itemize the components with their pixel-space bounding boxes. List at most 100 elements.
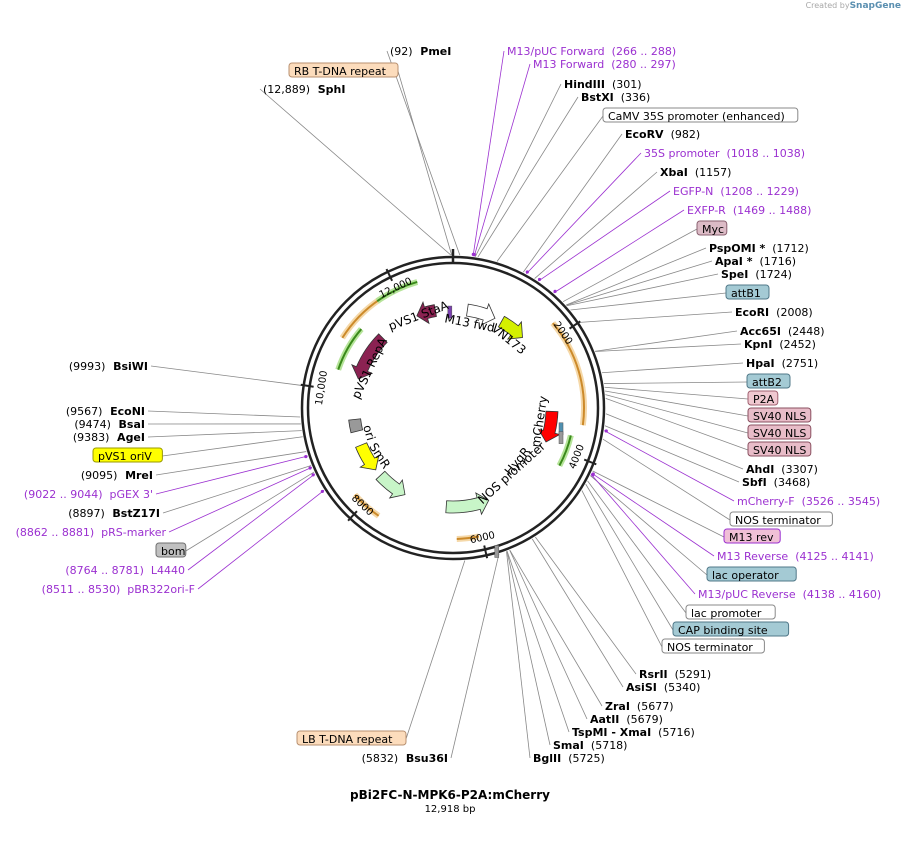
mcherry-f-site — [604, 429, 608, 433]
label-tspmi-xmai: TspMI - XmaI (5716) — [572, 726, 695, 739]
lac-promoter-leader — [587, 480, 687, 614]
bglii-leader — [506, 551, 531, 759]
m13-forward-b: (280 .. 297) — [604, 58, 676, 71]
label-pmei: (92) PmeI — [390, 45, 451, 58]
label-sv40-nls: SV40 NLS — [747, 424, 812, 440]
l4440-site — [311, 473, 315, 477]
xbai-b: (1157) — [688, 166, 732, 179]
sv40-nls-text: SV40 NLS — [753, 444, 806, 457]
lac-promoter-text: lac promoter — [691, 607, 762, 620]
label-m13-puc-reverse: M13/pUC Reverse (4138 .. 4160) — [698, 588, 881, 601]
aatii-leader — [509, 549, 588, 720]
attb2-box — [746, 373, 791, 389]
rb-t-dna-repeat-leader — [397, 70, 453, 256]
agei-a: (9383) — [73, 431, 110, 444]
myc-box — [696, 220, 728, 236]
label-ecorv: EcoRV (982) — [625, 128, 700, 141]
label-attb2: attB2 — [746, 373, 791, 389]
mcherry-f-leader — [604, 430, 735, 502]
l4440-leader — [187, 473, 316, 571]
aatii-b: (5679) — [619, 713, 663, 726]
p2a-text: P2A — [753, 393, 775, 406]
label-acc65i: Acc65I (2448) — [740, 325, 825, 338]
feature-nos-promoter — [375, 470, 406, 499]
bglii-text: BglII (5725) — [533, 752, 605, 765]
label-l4440: (8764 .. 8781) L4440 — [65, 564, 185, 577]
label-sbfi: SbfI (3468) — [742, 476, 810, 489]
hpai-b: (2751) — [775, 357, 819, 370]
smai-leader — [506, 551, 551, 746]
asisi-a: AsiSI — [626, 681, 657, 694]
pbr322ori-f-leader — [197, 490, 325, 590]
lb-t-dna-repeat-leader — [405, 560, 466, 740]
bstxi-b: (336) — [614, 91, 651, 104]
ecorv-a: EcoRV — [625, 128, 664, 141]
m13-reverse-b: (4125 .. 4141) — [788, 550, 874, 563]
ahdi-a: AhdI — [746, 463, 774, 476]
label-egfp-n: EGFP-N (1208 .. 1229) — [673, 185, 799, 198]
pspomi-text: PspOMI * (1712) — [709, 242, 809, 255]
credit-prefix: Created by — [805, 1, 850, 10]
egfp-n-text: EGFP-N (1208 .. 1229) — [673, 185, 799, 198]
tspmi-xmai-text: TspMI - XmaI (5716) — [572, 726, 695, 739]
rb-t-dna-repeat-box — [288, 62, 399, 78]
camv-35s-promoter-enhanced-box — [602, 107, 799, 123]
feature-label-pvs1-staa: pVS1 StaA — [387, 298, 451, 333]
label-agei: (9383) AgeI — [73, 431, 145, 444]
acc65i-a: Acc65I — [740, 325, 781, 338]
m13-forward-text: M13 Forward (280 .. 297) — [533, 58, 676, 71]
lac-operator-box — [706, 566, 797, 582]
pvs1-oriv-box — [92, 447, 163, 463]
tspmi-xmai-a: TspMI - XmaI — [572, 726, 651, 739]
bsu36i-a: (5832) — [362, 752, 399, 765]
label-bsu36i: (5832) Bsu36I — [362, 752, 448, 765]
kpni-leader — [595, 343, 742, 352]
rb-t-dna-repeat-text: RB T-DNA repeat — [294, 65, 387, 78]
label-hindiii: HindIII (301) — [564, 78, 642, 91]
label-sv40-nls: SV40 NLS — [747, 407, 812, 423]
hpai-leader — [601, 362, 744, 374]
rsrii-b: (5291) — [668, 668, 712, 681]
lac-promoter-box — [685, 604, 776, 620]
bstz17i-b: BstZ17I — [105, 507, 160, 520]
feature-m13-fwd — [466, 302, 496, 326]
myc-leader — [562, 228, 698, 303]
m13-reverse-text: M13 Reverse (4125 .. 4141) — [717, 550, 874, 563]
xbai-leader — [534, 171, 658, 279]
m13-rev-leader — [592, 470, 725, 538]
feature-vn173 — [497, 315, 523, 340]
annotation-arc-5 — [337, 328, 363, 371]
m13-puc-reverse-a: M13/pUC Reverse — [698, 588, 796, 601]
label-smai: SmaI (5718) — [553, 739, 627, 752]
acc65i-text: Acc65I (2448) — [740, 325, 825, 338]
sv40-nls-box — [747, 424, 812, 440]
rsrii-a: RsrII — [639, 668, 668, 681]
kpni-text: KpnI (2452) — [744, 338, 816, 351]
m13-rev-text: M13 rev — [729, 531, 774, 544]
m13-puc-forward-b: (266 .. 288) — [605, 45, 677, 58]
tick-8000 — [347, 510, 358, 522]
smai-b: (5718) — [584, 739, 628, 752]
prs-marker-b: pRS-marker — [94, 526, 166, 539]
pgex-3-leader — [155, 455, 308, 495]
prs-marker-site — [308, 466, 312, 470]
egfp-n-site — [537, 277, 542, 282]
spei-b: (1724) — [748, 268, 792, 281]
econi-b: EcoNI — [102, 405, 145, 418]
m13-reverse-a: M13 Reverse — [717, 550, 788, 563]
bsiwi-a: (9993) — [69, 360, 106, 373]
egfp-n-leader — [538, 190, 671, 282]
hindiii-text: HindIII (301) — [564, 78, 642, 91]
m13-forward-leader — [473, 63, 531, 257]
prs-marker-text: (8862 .. 8881) pRS-marker — [16, 526, 167, 539]
label-pvs1-oriv: pVS1 oriV — [92, 447, 163, 463]
tick-12000 — [385, 268, 394, 282]
site-marker-3 — [558, 431, 564, 444]
pmei-a: (92) — [390, 45, 413, 58]
pbr322ori-f-site — [320, 489, 324, 494]
m13-puc-forward-text: M13/pUC Forward (266 .. 288) — [507, 45, 676, 58]
lac-operator-leader — [590, 475, 708, 576]
ahdi-text: AhdI (3307) — [746, 463, 818, 476]
sphi-text: (12,889) SphI — [263, 83, 345, 96]
apai-a: ApaI * — [715, 255, 753, 268]
